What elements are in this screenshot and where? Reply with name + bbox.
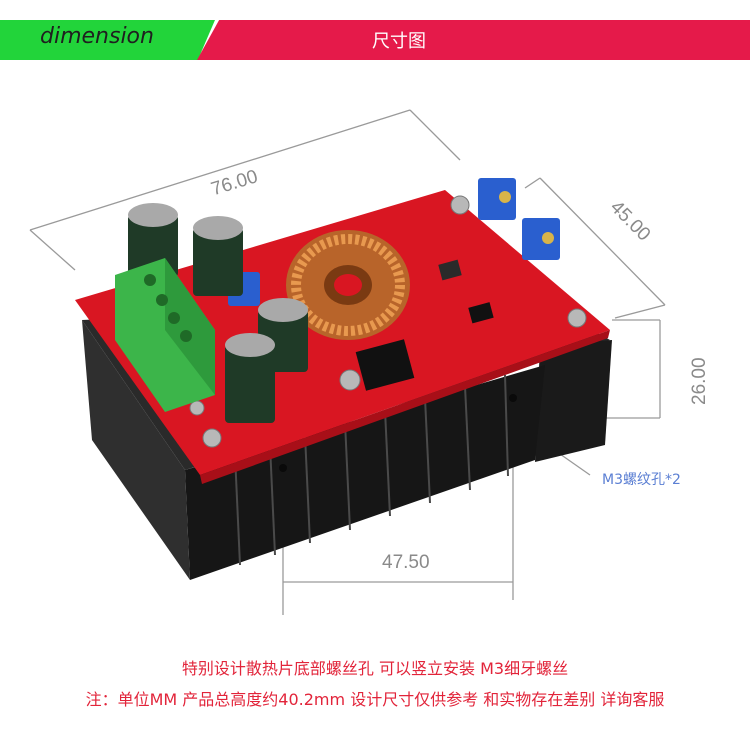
banner-green-section [0, 20, 215, 60]
note-line-1: 特别设计散热片底部螺丝孔 可以竖立安装 M3细牙螺丝 [181, 659, 569, 678]
banner-subtitle: 尺寸图 [372, 31, 426, 52]
height-label: 26.00 [689, 357, 710, 405]
capacitors [128, 203, 308, 423]
banner-red-section [197, 20, 750, 60]
product-dimension-diagram: 76.00 45.00 26.00 47.50 M3螺纹孔*2 [29, 109, 710, 615]
width-dimension-line [539, 177, 666, 306]
note-line-2: 注：单位MM 产品总高度约40.2mm 设计尺寸仅供参考 和实物存在差别 详询客… [85, 690, 665, 709]
m3-hole-right [509, 394, 517, 402]
width-extension-bottom [614, 304, 666, 319]
banner-title: dimension [40, 24, 154, 49]
length-extension-left [29, 229, 76, 271]
hole-spacing-label: 47.50 [382, 552, 430, 573]
toroid-inductor [286, 230, 410, 340]
screw-terminal-block [115, 258, 215, 412]
length-extension-right [409, 109, 461, 161]
width-extension-top [524, 177, 541, 189]
width-label: 45.00 [606, 197, 654, 245]
length-dimension-line [29, 109, 411, 231]
header-banner: dimension 尺寸图 [0, 0, 750, 65]
hole-label: M3螺纹孔*2 [602, 472, 681, 488]
m3-hole-left [279, 464, 287, 472]
